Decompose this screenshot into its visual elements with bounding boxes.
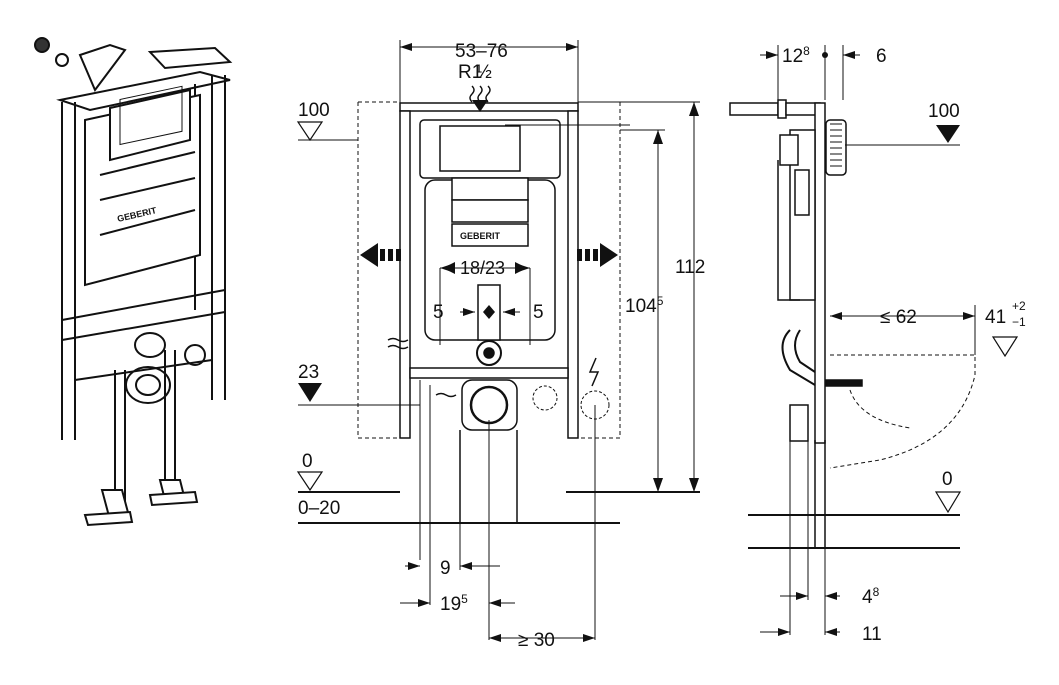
side-level-100-label: 100 — [928, 101, 960, 122]
height-frame-label: 1045 — [625, 294, 664, 317]
side-level-100-marker — [936, 125, 960, 143]
side-view: 128 6 100 ≤ 62 41 +2 −1 0 48 11 — [729, 44, 1026, 645]
arrow-right-icon — [600, 243, 618, 267]
side-height-marker — [991, 336, 1019, 358]
front-brand: GEBERIT — [460, 231, 501, 241]
depth-top-right-label: 6 — [876, 46, 887, 67]
level-100-label: 100 — [298, 100, 330, 121]
power-icon — [588, 357, 600, 387]
projection-label: ≤ 62 — [880, 307, 917, 328]
side-level-0-marker — [934, 491, 962, 514]
width-range-label: 53–76 — [455, 41, 508, 62]
bolt-icon — [34, 37, 50, 53]
level-0-20-label: 0–20 — [298, 498, 340, 519]
dim-bottom-1-label: 48 — [862, 585, 880, 608]
thread-label-base: R1 — [458, 62, 482, 83]
height-total-label: 112 — [675, 257, 705, 278]
isometric-view: GEBERIT — [34, 37, 233, 527]
level-0-marker — [296, 471, 324, 492]
inner-right-label: 5 — [533, 302, 544, 323]
inner-left-label: 5 — [433, 302, 444, 323]
side-height-tol-plus: +2 — [1012, 299, 1026, 313]
depth-top-label: 128 — [782, 44, 810, 67]
level-23-label: 23 — [298, 362, 319, 383]
dim-bottom-2-label: 11 — [862, 624, 882, 645]
level-0-label: 0 — [302, 451, 313, 472]
water-icon — [387, 85, 491, 398]
washer-icon — [55, 53, 69, 67]
front-view: GEBERIT 53–76 R1 ½ 100 23 0 0–20 18/23 5… — [296, 40, 705, 651]
side-height-label: 41 — [985, 307, 1006, 328]
side-height-tol-minus: −1 — [1012, 315, 1026, 329]
level-100-marker — [296, 121, 324, 142]
thread-label-frac: ½ — [476, 62, 492, 83]
dim-9-label: 9 — [440, 558, 451, 579]
dim-30-label: ≥ 30 — [518, 630, 555, 651]
dim-19-label: 195 — [440, 592, 468, 615]
side-level-0-label: 0 — [942, 469, 953, 490]
flush-plate-width-label: 18/23 — [460, 258, 505, 278]
level-23-marker — [298, 383, 322, 402]
arrow-left-icon — [360, 243, 378, 267]
